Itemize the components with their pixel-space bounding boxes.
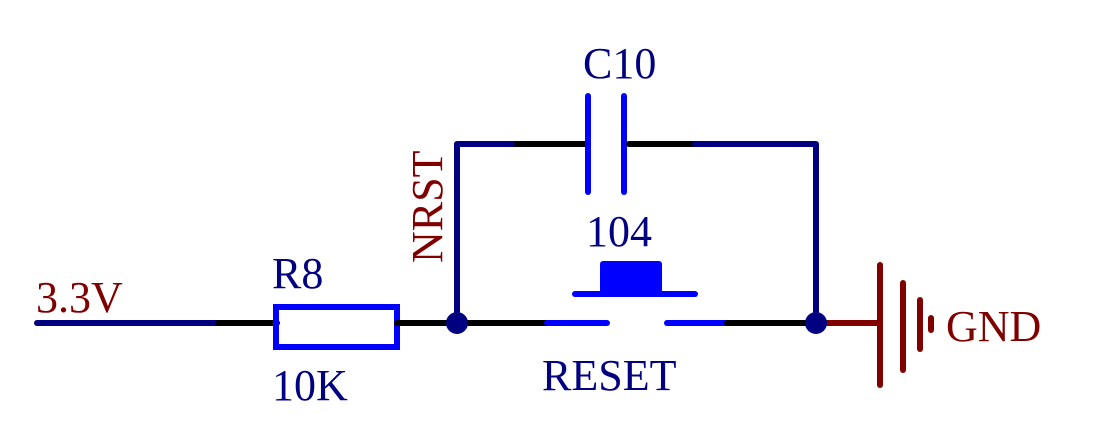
vcc-net-label: 3.3V <box>36 273 123 322</box>
switch-button[interactable] <box>600 261 662 294</box>
resistor-r8-body[interactable] <box>273 304 400 350</box>
nrst-net-wire <box>454 141 520 326</box>
junction-dot-nrst <box>446 312 468 334</box>
r8-value: 10K <box>272 361 348 410</box>
r8-designator: R8 <box>272 249 323 298</box>
c10-value: 104 <box>586 207 652 256</box>
c10-designator: C10 <box>583 39 656 88</box>
nrst-net-label: NRST <box>403 150 452 263</box>
junction-dot-gnd <box>805 312 827 334</box>
gnd-net-label: GND <box>946 302 1041 351</box>
switch-designator: RESET <box>542 351 677 400</box>
gnd-net-wire-top <box>692 141 819 326</box>
